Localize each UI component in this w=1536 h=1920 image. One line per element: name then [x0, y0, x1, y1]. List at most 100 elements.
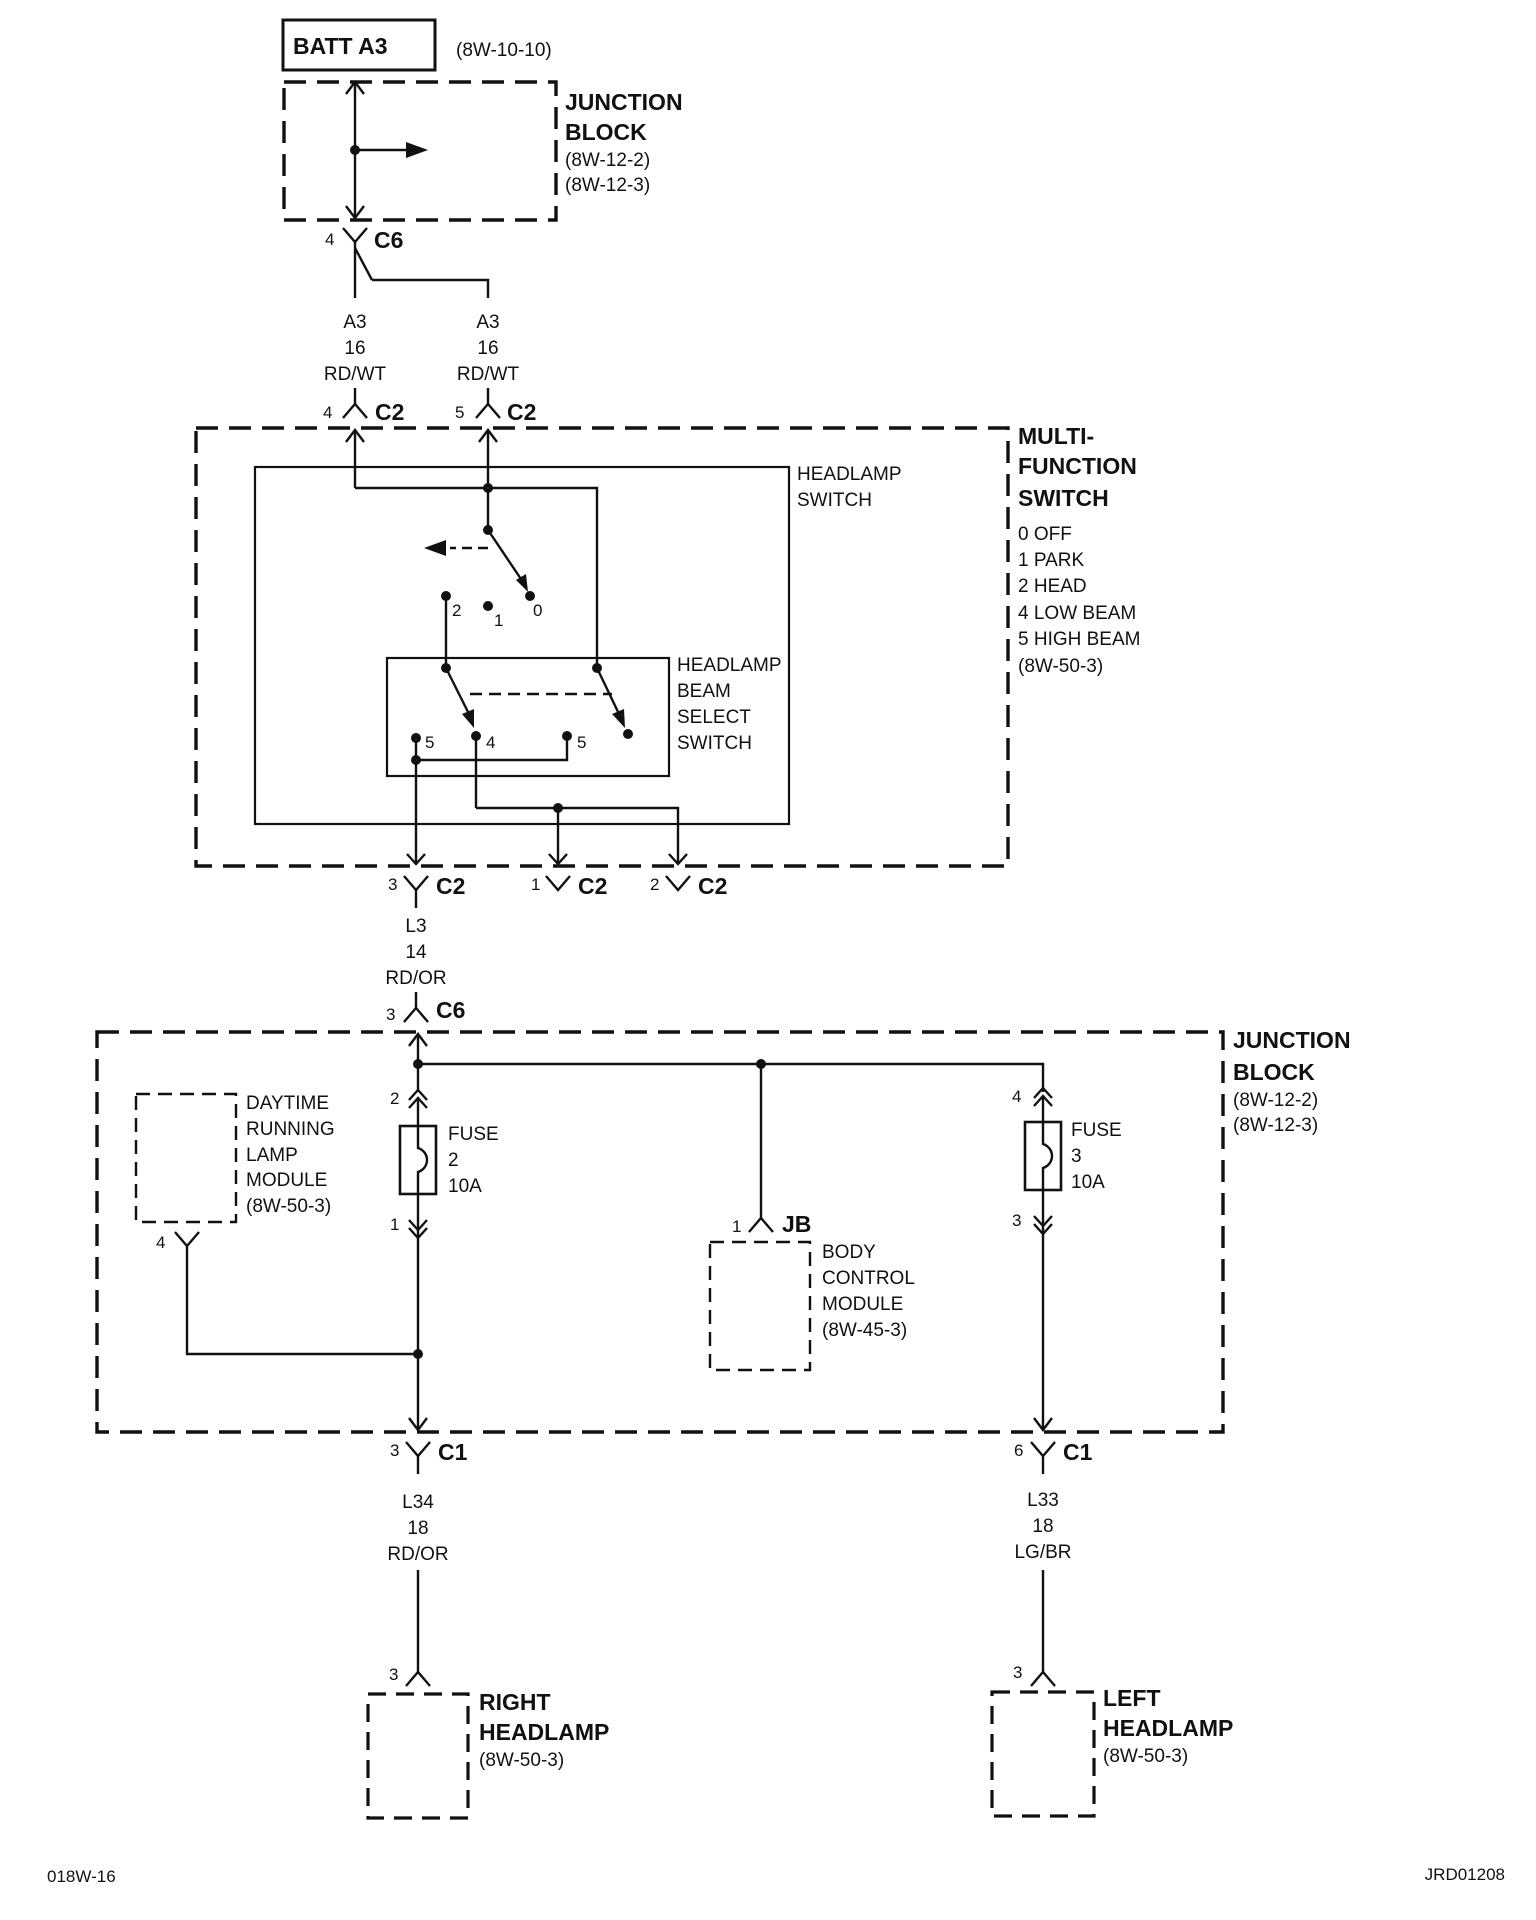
- c6-top-name: C6: [374, 227, 403, 253]
- left-headlamp-title-1: LEFT: [1103, 1685, 1161, 1711]
- c1-left-pin: 3: [390, 1441, 399, 1460]
- bs-contact-left-5: 5: [425, 733, 434, 752]
- fuse2-bottom-pin: 1: [390, 1215, 399, 1234]
- mfs-position-0: 0 OFF: [1018, 524, 1072, 545]
- bcm-label-1: BODY: [822, 1242, 876, 1263]
- c1-right-name: C1: [1063, 1439, 1093, 1465]
- wire-a3-right-gauge: 16: [477, 338, 498, 359]
- drl-label-3: LAMP: [246, 1145, 298, 1166]
- c2-out-2-name: C2: [698, 873, 727, 899]
- drl-label-1: DAYTIME: [246, 1093, 329, 1114]
- hs-contact-0: 0: [533, 601, 542, 620]
- fuse2-label-1: FUSE: [448, 1124, 499, 1145]
- headlamp-switch-box: [253, 465, 791, 826]
- wire-l33-gauge: 18: [1032, 1516, 1053, 1537]
- batt-ref: (8W-10-10): [456, 40, 552, 61]
- fuse2-label-2: 2: [448, 1150, 459, 1171]
- bs-contact-right-5: 5: [577, 733, 586, 752]
- wire-l33-circuit: L33: [1027, 1490, 1059, 1511]
- batt-label: BATT A3: [293, 33, 388, 59]
- mfs-title-1: MULTI-: [1018, 423, 1094, 449]
- rh-pin: 3: [389, 1665, 398, 1684]
- batt-box: [281, 18, 437, 72]
- c2-out-1-name: C2: [578, 873, 607, 899]
- fuse3-label-1: FUSE: [1071, 1120, 1122, 1141]
- mfs-position-4: 4 LOW BEAM: [1018, 603, 1136, 624]
- bcm-label-3: MODULE: [822, 1294, 903, 1315]
- junction-block-mid-ref-2: (8W-12-3): [1233, 1115, 1318, 1136]
- junction-block-top-ref-1: (8W-12-2): [565, 150, 650, 171]
- junction-block-top-ref-2: (8W-12-3): [565, 175, 650, 196]
- arrow-right-icon: [406, 142, 428, 158]
- fuse3-label-3: 10A: [1071, 1172, 1105, 1193]
- c2-out-2-pin: 2: [650, 875, 659, 894]
- jb-bcm-pin: 1: [732, 1217, 741, 1236]
- fuse3-element: [1041, 1122, 1054, 1190]
- headlamp-switch-label-1: HEADLAMP: [797, 464, 902, 485]
- hs-contact-2: 2: [452, 601, 461, 620]
- fuse2-label-3: 10A: [448, 1176, 482, 1197]
- c2-out-3-name: C2: [436, 873, 465, 899]
- jb-bcm-name: JB: [782, 1211, 811, 1237]
- junction-block-mid-title-2: BLOCK: [1233, 1059, 1315, 1085]
- fuse3-top-pin: 4: [1012, 1087, 1021, 1106]
- drl-label-4: MODULE: [246, 1170, 327, 1191]
- junction-block-top-title-2: BLOCK: [565, 119, 647, 145]
- right-headlamp-title-2: HEADLAMP: [479, 1719, 609, 1745]
- right-headlamp-title-1: RIGHT: [479, 1689, 551, 1715]
- bcm-label-4: (8W-45-3): [822, 1320, 907, 1341]
- wire-l34-color: RD/OR: [387, 1544, 448, 1565]
- beam-select-switch-box: [385, 656, 671, 778]
- junction-block-mid-ref-1: (8W-12-2): [1233, 1090, 1318, 1111]
- wire-a3-left-circuit: A3: [343, 312, 366, 333]
- arrow-left-icon: [424, 540, 446, 556]
- footer-right-code: JRD01208: [1425, 1865, 1505, 1884]
- drl-pin: 4: [156, 1233, 165, 1252]
- mfs-position-5: 5 HIGH BEAM: [1018, 629, 1140, 650]
- footer-left-code: 018W-16: [47, 1867, 116, 1886]
- wire-l34-gauge: 18: [407, 1518, 428, 1539]
- wire-l34-circuit: L34: [402, 1492, 434, 1513]
- left-headlamp-title-2: HEADLAMP: [1103, 1715, 1233, 1741]
- c2-out-3-pin: 3: [388, 875, 397, 894]
- wire-a3-left-color: RD/WT: [324, 364, 387, 385]
- wire-l3-color: RD/OR: [385, 968, 446, 989]
- bs-contact-4: 4: [486, 733, 495, 752]
- headlamp-switch-label-2: SWITCH: [797, 490, 872, 511]
- wire-a3-right-circuit: A3: [476, 312, 499, 333]
- left-headlamp-ref: (8W-50-3): [1103, 1746, 1188, 1767]
- lh-pin: 3: [1013, 1663, 1022, 1682]
- mfs-title-2: FUNCTION: [1018, 453, 1137, 479]
- c6-mid-name: C6: [436, 997, 465, 1023]
- bcm-label-2: CONTROL: [822, 1268, 915, 1289]
- wire-l3-circuit: L3: [405, 916, 426, 937]
- c1-right-pin: 6: [1014, 1441, 1023, 1460]
- wire-l3-gauge: 14: [405, 942, 427, 963]
- wire-l33-color: LG/BR: [1014, 1542, 1071, 1563]
- junction-block-mid-title-1: JUNCTION: [1233, 1027, 1351, 1053]
- junction-block-mid-outline: [95, 1030, 1225, 1434]
- right-headlamp-ref: (8W-50-3): [479, 1750, 564, 1771]
- drl-module-outline: [134, 1092, 238, 1224]
- c2-in-right-pin: 5: [455, 403, 464, 422]
- junction-block-top-title-1: JUNCTION: [565, 89, 683, 115]
- wire-a3-right-color: RD/WT: [457, 364, 520, 385]
- beam-select-label-4: SWITCH: [677, 733, 752, 754]
- multifunction-switch-outline: [194, 426, 1010, 868]
- c1-left-name: C1: [438, 1439, 468, 1465]
- wire-a3-left-gauge: 16: [344, 338, 365, 359]
- beam-select-label-1: HEADLAMP: [677, 655, 782, 676]
- mfs-title-3: SWITCH: [1018, 485, 1109, 511]
- beam-select-label-3: SELECT: [677, 707, 751, 728]
- c2-in-left-name: C2: [375, 399, 404, 425]
- drl-label-5: (8W-50-3): [246, 1196, 331, 1217]
- c6-mid-pin: 3: [386, 1005, 395, 1024]
- right-headlamp-outline: [366, 1692, 470, 1820]
- bcm-outline: [708, 1240, 812, 1372]
- mfs-ref: (8W-50-3): [1018, 656, 1103, 677]
- left-headlamp-outline: [990, 1690, 1096, 1818]
- junction-block-top-outline: [282, 80, 558, 222]
- c2-out-1-pin: 1: [531, 875, 540, 894]
- fuse3-label-2: 3: [1071, 1146, 1082, 1167]
